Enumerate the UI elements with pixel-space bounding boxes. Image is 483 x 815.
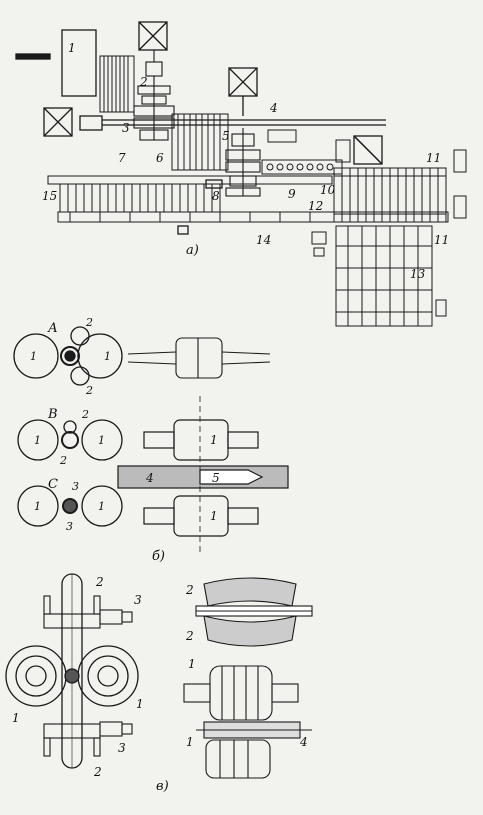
label-15: 15: [42, 189, 57, 203]
stand-c: [17, 485, 123, 527]
roll-c-3-top: 3: [72, 480, 79, 493]
caption-a: а): [186, 243, 199, 258]
label-8: 8: [212, 189, 220, 203]
motor-box-top: [138, 21, 168, 51]
screw-assembly-top: [43, 595, 133, 629]
screw-assembly-bottom: [43, 721, 133, 757]
roll-b-1-left: 1: [34, 434, 41, 447]
roll-a-2-bottom: 2: [85, 384, 93, 397]
longitudinal-section: [117, 396, 289, 556]
label-11-top: 11: [426, 151, 441, 165]
grooved-roll-top: [195, 577, 313, 647]
roll-pair-side-view: [127, 337, 271, 379]
label-1: 1: [68, 41, 76, 55]
motor-box-right: [353, 135, 383, 165]
cooling-comb-1: [99, 55, 135, 113]
label-2: 2: [139, 75, 148, 89]
stand-8: [225, 128, 261, 197]
roll-b-2-top: 2: [81, 408, 89, 421]
label-6: 6: [156, 151, 164, 165]
label-4: 4: [269, 101, 278, 115]
furnace-1: [61, 29, 97, 97]
label-9: 9: [288, 187, 296, 201]
motor-box-mid: [228, 67, 258, 97]
stand-a: [13, 326, 123, 386]
label-7: 7: [118, 151, 126, 165]
c-right-2-top: 2: [185, 583, 194, 597]
label-11-bottom: 11: [434, 233, 449, 247]
panel-b-labels: А В С 1 1 2 2 1 1 2 2 1 1 3 3 1 4 5 1 б): [30, 316, 220, 564]
roll-a-2-top: 2: [85, 316, 93, 329]
roll-b-2-bottom: 2: [59, 454, 67, 467]
section-4: 4: [145, 471, 154, 485]
reducing-mill-9: [261, 129, 351, 175]
piercing-mill: [133, 50, 175, 141]
c-label-1-right: 1: [136, 697, 144, 711]
tube-section: [64, 668, 80, 684]
roll-c-3-bottom: 3: [66, 520, 73, 533]
letter-c: С: [48, 477, 58, 492]
label-5: 5: [222, 129, 230, 143]
panel-b-rolls: А В С 1 1 2 2 1 1 2 2 1 1 3 3 1 4 5 1 б): [13, 316, 289, 564]
c-label-3-top: 3: [134, 593, 142, 607]
c-right-1-top: 1: [188, 657, 196, 671]
caption-c: в): [156, 779, 169, 794]
section-5: 5: [212, 471, 220, 485]
roll-a-1-right: 1: [104, 350, 111, 363]
c-label-2-bottom: 2: [93, 765, 102, 779]
caption-b: б): [152, 549, 165, 564]
roll-a-1-left: 1: [30, 350, 37, 363]
side-roll-right: [77, 645, 139, 707]
c-label-2-top: 2: [95, 575, 104, 589]
label-12: 12: [308, 199, 323, 213]
letter-b: В: [47, 407, 58, 422]
panel-a-layout: 1 2 3 4 5 6 7 8 9 10 11 11 12 13 14 15 а…: [15, 21, 467, 327]
cooling-bed-15: [59, 183, 221, 213]
panel-c-stand-detail: 2 3 1 1 3 2 2 2 1 1 4 в): [5, 573, 313, 794]
roll-barrel-bottom: [196, 721, 312, 779]
drive-box: [177, 225, 189, 235]
c-right-1-bottom: 1: [186, 735, 194, 749]
panel-a-labels: 1 2 3 4 5 6 7 8 9 10 11 11 12 13 14 15 а…: [42, 41, 449, 281]
mandrel-bar-4: [79, 96, 386, 131]
label-10: 10: [320, 183, 336, 197]
letter-a: А: [47, 321, 58, 336]
section-1-bottom: 1: [210, 509, 218, 523]
c-right-2-bottom: 2: [185, 629, 194, 643]
label-14: 14: [256, 233, 271, 247]
c-right-4: 4: [299, 735, 308, 749]
roll-c-1-right: 1: [98, 500, 105, 513]
finishing-bed-13: [311, 225, 447, 327]
roll-barrel-middle: [183, 665, 299, 721]
comb-5: [171, 113, 229, 171]
roll-b-1-right: 1: [98, 434, 105, 447]
panel-c-labels: 2 3 1 1 3 2 2 2 1 1 4 в): [12, 575, 308, 794]
side-roll-left: [5, 645, 67, 707]
label-13: 13: [410, 267, 426, 281]
c-label-3-bottom: 3: [118, 741, 126, 755]
billet-feed: [15, 53, 51, 60]
motor-box-left: [43, 107, 73, 137]
stand-b: [17, 419, 123, 461]
control-box: [205, 179, 223, 189]
c-label-1-left: 1: [12, 711, 20, 725]
section-1-top: 1: [210, 433, 218, 447]
roll-c-1-left: 1: [34, 500, 41, 513]
label-3: 3: [122, 121, 130, 135]
